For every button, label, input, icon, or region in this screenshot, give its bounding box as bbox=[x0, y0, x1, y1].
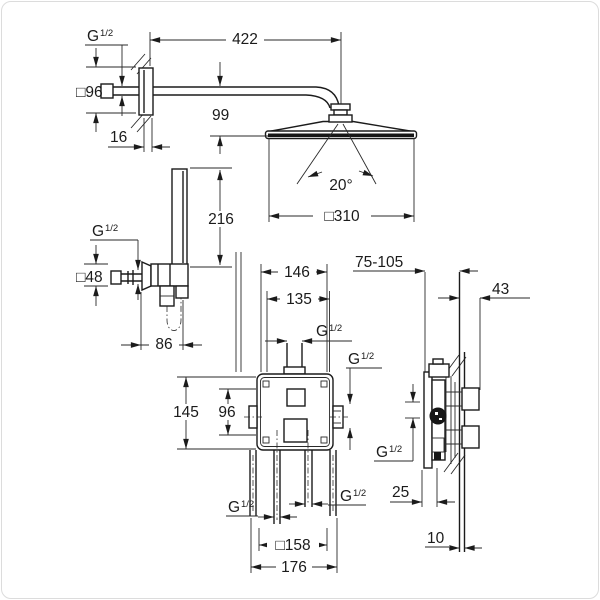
dim-front-offset: 25 bbox=[392, 484, 409, 501]
dim-tile-gap: 10 bbox=[427, 530, 445, 547]
svg-text:1/2: 1/2 bbox=[100, 28, 113, 39]
mixer-box-front-view bbox=[235, 252, 348, 524]
mixer-box-side-view bbox=[423, 272, 480, 552]
hand-shower-assembly bbox=[110, 168, 189, 331]
dim-head-size: □310 bbox=[324, 208, 360, 225]
svg-text:1/2: 1/2 bbox=[361, 351, 374, 362]
svg-text:G: G bbox=[348, 351, 360, 368]
dim-box-width-upper: 146 bbox=[284, 264, 310, 281]
dim-box-inner-height: 96 bbox=[218, 404, 235, 421]
dim-box-width-inner: 135 bbox=[286, 291, 312, 308]
svg-text:1/2: 1/2 bbox=[241, 499, 254, 510]
svg-text:G: G bbox=[316, 323, 328, 340]
svg-text:1/2: 1/2 bbox=[329, 323, 342, 334]
dim-plate-depth: 16 bbox=[110, 129, 127, 146]
dim-box-height: 145 bbox=[173, 404, 199, 421]
thread-label-box-side-port: G 1/2 bbox=[348, 351, 374, 368]
dimension-lines bbox=[84, 31, 530, 575]
svg-text:G: G bbox=[228, 499, 240, 516]
thread-label-box-bottom-left: G 1/2 bbox=[228, 499, 254, 516]
svg-text:1/2: 1/2 bbox=[105, 223, 118, 234]
shower-head bbox=[264, 103, 418, 140]
thread-label-hand-elbow: G 1/2 bbox=[92, 223, 118, 240]
svg-text:1/2: 1/2 bbox=[389, 444, 402, 455]
svg-text:G: G bbox=[87, 28, 99, 45]
dim-spray-angle: 20° bbox=[329, 177, 352, 194]
dim-box-size: □158 bbox=[275, 537, 310, 554]
dim-wall-union-plate: □96 bbox=[76, 84, 103, 101]
thread-label-wall-union: G 1/2 bbox=[87, 28, 113, 45]
valve-knob bbox=[429, 407, 447, 425]
svg-text:G: G bbox=[340, 488, 352, 505]
thread-label-side-view-inlet: G 1/2 bbox=[376, 444, 402, 461]
svg-text:G: G bbox=[376, 444, 388, 461]
dim-head-drop: 99 bbox=[212, 107, 229, 124]
shower-arm-assembly bbox=[100, 53, 340, 133]
dim-arm-length: 422 bbox=[232, 31, 258, 48]
dimension-labels: 422 □96 16 99 20° □310 216 □48 86 146 13… bbox=[76, 28, 509, 576]
dim-elbow-plate: □48 bbox=[76, 269, 103, 286]
dim-box-total-width: 176 bbox=[281, 559, 307, 576]
hose-centerline bbox=[166, 298, 182, 331]
svg-text:G: G bbox=[92, 223, 104, 240]
thread-label-box-bottom-right: G 1/2 bbox=[340, 488, 366, 505]
dim-mount-depth-range: 75-105 bbox=[355, 254, 403, 271]
dim-hand-shower-length: 216 bbox=[208, 211, 234, 228]
dim-holder-depth: 86 bbox=[155, 336, 172, 353]
thread-label-box-top: G 1/2 bbox=[316, 323, 342, 340]
spray-angle-cone bbox=[296, 123, 377, 185]
svg-text:1/2: 1/2 bbox=[353, 488, 366, 499]
dim-trim-depth: 43 bbox=[492, 281, 509, 298]
